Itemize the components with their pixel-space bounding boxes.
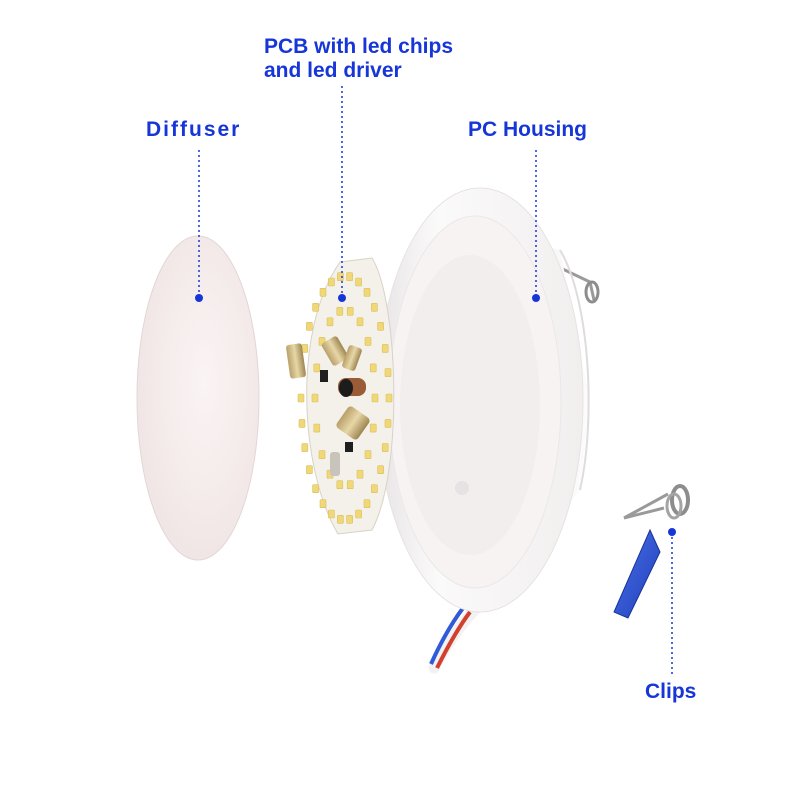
led-chip bbox=[371, 302, 378, 312]
diffuser-label: Diffuser bbox=[146, 118, 242, 141]
led-chip bbox=[381, 443, 389, 452]
led-chip bbox=[346, 272, 353, 282]
led-chip bbox=[384, 368, 392, 377]
led-chip bbox=[312, 484, 319, 494]
led-chip bbox=[346, 480, 354, 490]
led-chip bbox=[371, 393, 379, 403]
led-pcb-board bbox=[286, 257, 395, 535]
led-chip bbox=[298, 419, 306, 428]
led-chip bbox=[371, 484, 378, 494]
led-chip bbox=[306, 321, 313, 331]
led-chip bbox=[377, 321, 384, 331]
led-chip bbox=[377, 465, 384, 475]
led-chip bbox=[337, 514, 344, 524]
leader-lines bbox=[195, 86, 676, 676]
led-chip bbox=[346, 306, 354, 316]
led-chip bbox=[384, 419, 392, 428]
led-chip bbox=[363, 499, 371, 509]
led-chip bbox=[297, 393, 305, 403]
led-chip bbox=[381, 344, 389, 353]
housing-label: PC Housing bbox=[468, 118, 587, 141]
led-chip bbox=[369, 423, 377, 433]
led-chip bbox=[385, 393, 393, 403]
led-chip bbox=[319, 287, 327, 297]
led-chip bbox=[313, 363, 321, 373]
led-chip bbox=[319, 499, 327, 509]
led-chip bbox=[369, 363, 377, 373]
led-chip-ring bbox=[297, 272, 393, 524]
led-chip bbox=[356, 317, 364, 327]
led-chip bbox=[346, 514, 353, 524]
led-chip bbox=[313, 423, 321, 433]
led-chip bbox=[336, 480, 344, 490]
led-chip bbox=[328, 509, 335, 519]
led-chip bbox=[363, 287, 371, 297]
clips-label: Clips bbox=[645, 680, 697, 703]
led-chip bbox=[328, 277, 335, 287]
led-chip bbox=[318, 450, 326, 459]
led-chip bbox=[356, 469, 364, 479]
pc-housing bbox=[376, 187, 600, 674]
led-chip bbox=[326, 317, 334, 327]
led-chip bbox=[337, 272, 344, 282]
led-chip bbox=[301, 443, 309, 452]
diffuser-disc bbox=[136, 235, 260, 561]
led-chip bbox=[364, 450, 372, 459]
led-chip bbox=[311, 393, 319, 403]
pcb-label: PCB with led chips and led driver bbox=[264, 35, 453, 83]
led-chip bbox=[364, 337, 372, 346]
spring-clip bbox=[613, 484, 690, 619]
pcb-label-line2: and led driver bbox=[264, 59, 402, 82]
pcb-label-line1: PCB with led chips bbox=[264, 35, 454, 58]
led-chip bbox=[355, 509, 362, 519]
led-chip bbox=[312, 302, 319, 312]
led-chip bbox=[336, 306, 344, 316]
led-chip bbox=[306, 465, 313, 475]
led-chip bbox=[355, 277, 362, 287]
